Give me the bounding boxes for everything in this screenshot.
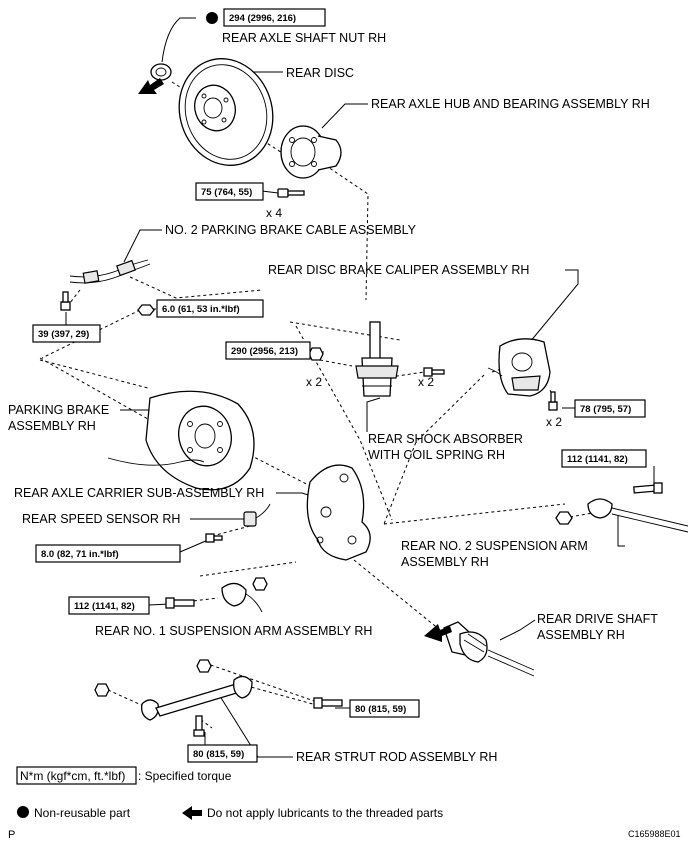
label-parking-brake-cable: NO. 2 PARKING BRAKE CABLE ASSEMBLY	[165, 223, 417, 237]
cable-bolt-part	[60, 291, 71, 311]
caliper-bolt-part	[548, 391, 558, 411]
non-reusable-dot-icon	[206, 12, 218, 24]
legend-no-lubricant: Do not apply lubricants to the threaded …	[207, 806, 443, 820]
label-axle-carrier: REAR AXLE CARRIER SUB-ASSEMBLY RH	[14, 486, 264, 500]
label-axle-shaft-nut: REAR AXLE SHAFT NUT RH	[222, 31, 386, 45]
legend-unit: N*m (kgf*cm, ft.*lbf)	[20, 769, 125, 783]
label-arm1: REAR NO. 1 SUSPENSION ARM ASSEMBLY RH	[95, 624, 372, 638]
torque-nut: 294 (2996, 216)	[229, 13, 296, 24]
no-lubricant-arrow-icon	[182, 806, 202, 820]
label-parking-brake-1: PARKING BRAKE	[8, 403, 109, 417]
torque-box-hub	[195, 182, 264, 201]
label-shock-1: REAR SHOCK ABSORBER	[368, 432, 523, 446]
axle-carrier-part	[306, 464, 371, 561]
label-rear-disc: REAR DISC	[286, 66, 354, 80]
strut-rod-part	[94, 659, 343, 737]
cable-clamp-nut-part	[137, 304, 155, 316]
parking-brake-assembly-part	[107, 390, 255, 491]
legend-unit-text: : Specified torque	[138, 769, 232, 783]
qty-shock-bolts: x 2	[418, 375, 434, 389]
torque-cable-bolt: 39 (397, 29)	[38, 329, 89, 340]
axle-shaft-nut-part	[150, 63, 172, 81]
torque-arm1: 112 (1141, 82)	[74, 601, 135, 612]
label-hub-bearing: REAR AXLE HUB AND BEARING ASSEMBLY RH	[371, 97, 650, 111]
suspension-arm-1-part	[165, 577, 268, 613]
rear-disc-part	[178, 58, 274, 166]
torque-box-strut-right	[349, 699, 420, 718]
torque-box-arm2	[561, 449, 647, 468]
leader-lines	[39, 17, 655, 758]
torque-box-shock	[225, 341, 311, 360]
speed-sensor-part	[243, 503, 271, 527]
label-strut-rod: REAR STRUT ROD ASSEMBLY RH	[296, 750, 497, 764]
qty-caliper-bolts: x 2	[546, 415, 562, 429]
legend-non-reusable: Non-reusable part	[34, 806, 131, 820]
torque-box-nut	[223, 8, 326, 27]
qty-hub-bolts: x 4	[266, 206, 282, 220]
label-caliper: REAR DISC BRAKE CALIPER ASSEMBLY RH	[268, 263, 529, 277]
torque-hub: 75 (764, 55)	[201, 187, 252, 198]
torque-box-sensor	[35, 544, 181, 563]
torque-box-arm1	[68, 596, 150, 615]
hub-bearing-part	[280, 125, 342, 179]
label-drive-shaft-2: ASSEMBLY RH	[537, 628, 625, 642]
no-lubricant-arrow-icon	[424, 624, 452, 642]
suspension-arm-2-part	[555, 482, 689, 533]
label-arm2-2: ASSEMBLY RH	[401, 555, 489, 569]
torque-strut-right: 80 (815, 59)	[355, 704, 406, 715]
label-speed-sensor: REAR SPEED SENSOR RH	[22, 512, 180, 526]
non-reusable-dot-icon	[17, 806, 29, 818]
torque-box-cable-clamp	[156, 299, 264, 318]
page-letter: P	[8, 829, 15, 841]
hub-bolt-part	[277, 188, 305, 198]
torque-box-strut-bottom	[187, 744, 258, 763]
torque-caliper: 78 (795, 57)	[580, 404, 631, 415]
torque-sensor: 8.0 (82, 71 in.*lbf)	[41, 549, 119, 560]
torque-shock: 290 (2956, 213)	[231, 346, 298, 357]
caliper-part	[487, 338, 551, 397]
sensor-bolt-part	[205, 533, 223, 543]
figure-id: C165988E01	[628, 829, 681, 839]
torque-arm2: 112 (1141, 82)	[567, 454, 628, 465]
torque-cable-clamp: 6.0 (61, 53 in.*lbf)	[162, 304, 240, 315]
label-parking-brake-2: ASSEMBLY RH	[8, 419, 96, 433]
no-lubricant-arrow-icon	[138, 78, 164, 94]
shock-absorber-part	[355, 321, 399, 397]
label-drive-shaft-1: REAR DRIVE SHAFT	[537, 612, 658, 626]
shock-nut-part	[308, 347, 324, 361]
drive-shaft-part	[443, 621, 535, 677]
torque-strut-bottom: 80 (815, 59)	[193, 749, 244, 760]
torque-box-caliper	[574, 399, 646, 418]
qty-shock-nuts: x 2	[306, 375, 322, 389]
label-arm2-1: REAR NO. 2 SUSPENSION ARM	[401, 539, 588, 553]
torque-box-cable-bolt	[32, 324, 101, 343]
shock-bolt-part	[423, 367, 445, 377]
legend-unit-box	[16, 766, 137, 785]
label-shock-2: WITH COIL SPRING RH	[368, 448, 505, 462]
parking-brake-cable-part	[69, 259, 151, 284]
